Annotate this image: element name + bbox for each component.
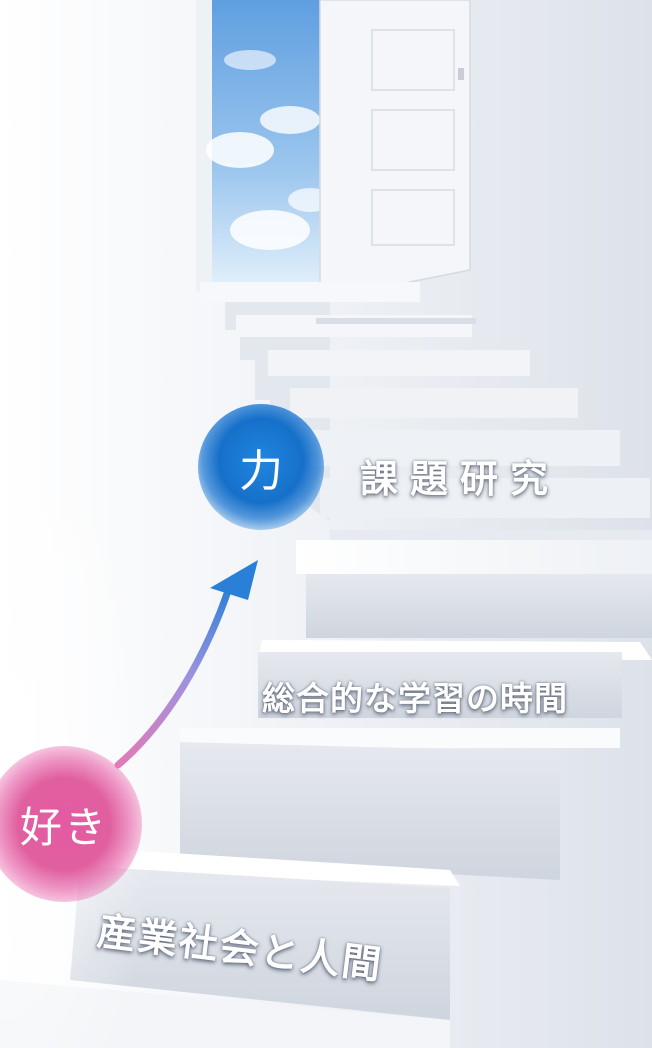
- power-badge-label: 力: [239, 446, 283, 497]
- integrated-study-label: 総合的な学習の時間: [262, 679, 568, 718]
- like-badge-label: 好き: [19, 802, 108, 852]
- growth-arrow: [114, 560, 258, 769]
- like-badge: 好き: [0, 746, 142, 902]
- research-label: 課題研究: [360, 457, 561, 501]
- doorway: [196, 0, 332, 292]
- power-badge: 力: [198, 404, 324, 530]
- open-door: [319, 0, 471, 293]
- middle-step: [180, 640, 652, 880]
- arrow-head: [210, 560, 258, 600]
